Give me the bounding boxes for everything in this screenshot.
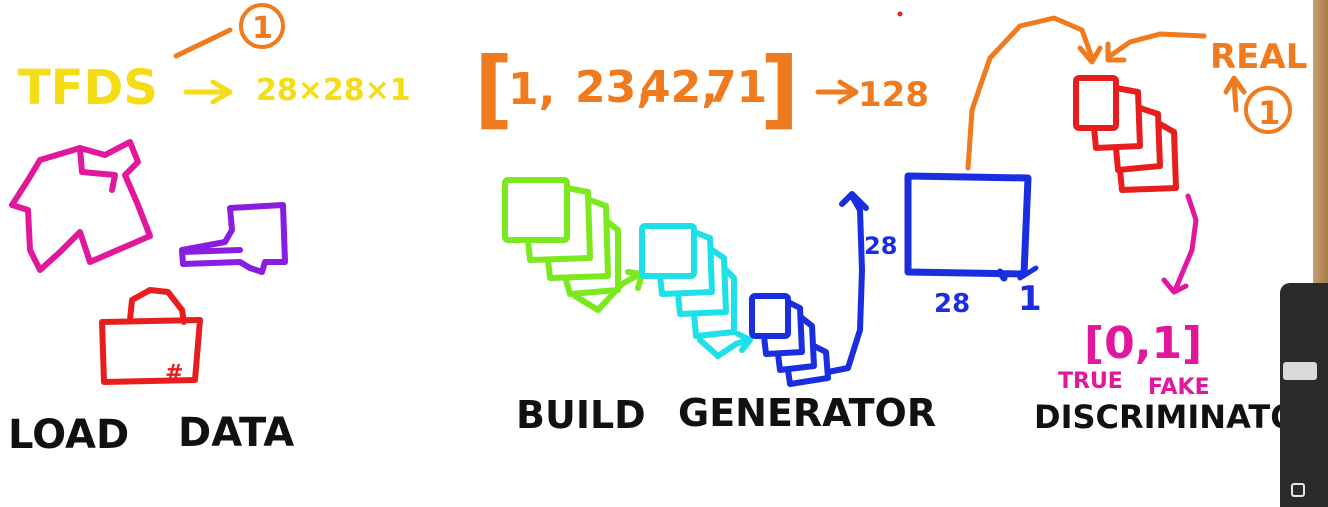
noise-size-text: 128 [858, 75, 929, 115]
real-number: 1 [1258, 94, 1280, 132]
tfds-label: TFDS [18, 60, 158, 116]
fake-to-discriminator-arrow [965, 15, 1103, 171]
bag-icon [99, 287, 203, 385]
noise-value-4: 71 [706, 62, 767, 113]
true-label: TRUE [1058, 369, 1123, 394]
generated-image-box [904, 172, 1032, 282]
caption-load: LOAD [8, 412, 129, 458]
noise-vector: [ 1, 23, 42, 71 ] [474, 39, 799, 139]
shirt-icon [9, 139, 153, 273]
input-shape-text: 28×28×1 [256, 73, 411, 108]
discriminator-output-arrow [1161, 193, 1199, 295]
step-one-pointer [173, 27, 233, 59]
bracket-close: ] [760, 39, 799, 139]
side-toolbar [1280, 283, 1328, 507]
real-label: REAL [1210, 37, 1307, 77]
real-number-circle [1244, 86, 1292, 134]
output-bottom-label: 28 [934, 289, 970, 319]
caption-discriminator: DISCRIMINATOR [1034, 398, 1322, 436]
fake-label: FAKE [1148, 375, 1210, 400]
generator-layer-cyan [639, 223, 753, 359]
caption-data: DATA [178, 410, 294, 456]
caption-build: BUILD [516, 393, 646, 437]
tfds-text: TFDS [18, 60, 158, 116]
output-range: [0,1] [1084, 318, 1202, 369]
output-depth-label: 1 [1018, 279, 1042, 319]
bracket-open: [ [474, 39, 513, 139]
red-dot-icon [897, 11, 903, 17]
step-one-number: 1 [252, 11, 273, 46]
noise-value-1: 1, [508, 64, 555, 115]
square-button-icon[interactable] [1291, 483, 1305, 497]
tfds-arrow [183, 79, 233, 105]
caption-generator: GENERATOR [678, 391, 936, 435]
discriminator-layers [1073, 75, 1179, 193]
real-to-discriminator-arrow [1105, 31, 1207, 63]
generator-layer-green [502, 177, 645, 313]
side-slider-handle[interactable] [1283, 362, 1317, 380]
output-side-label: 28 [864, 232, 897, 260]
output-depth-stroke [1017, 265, 1039, 281]
bag-mark: # [165, 361, 183, 386]
generator-layer-blue [749, 191, 869, 387]
noise-arrow [815, 79, 859, 105]
boot-icon [179, 202, 288, 275]
noise-value-3: 42, [640, 62, 718, 113]
noise-value-2: 23, [575, 62, 653, 113]
real-up-arrow [1223, 75, 1247, 113]
step-one-circle [239, 3, 285, 49]
